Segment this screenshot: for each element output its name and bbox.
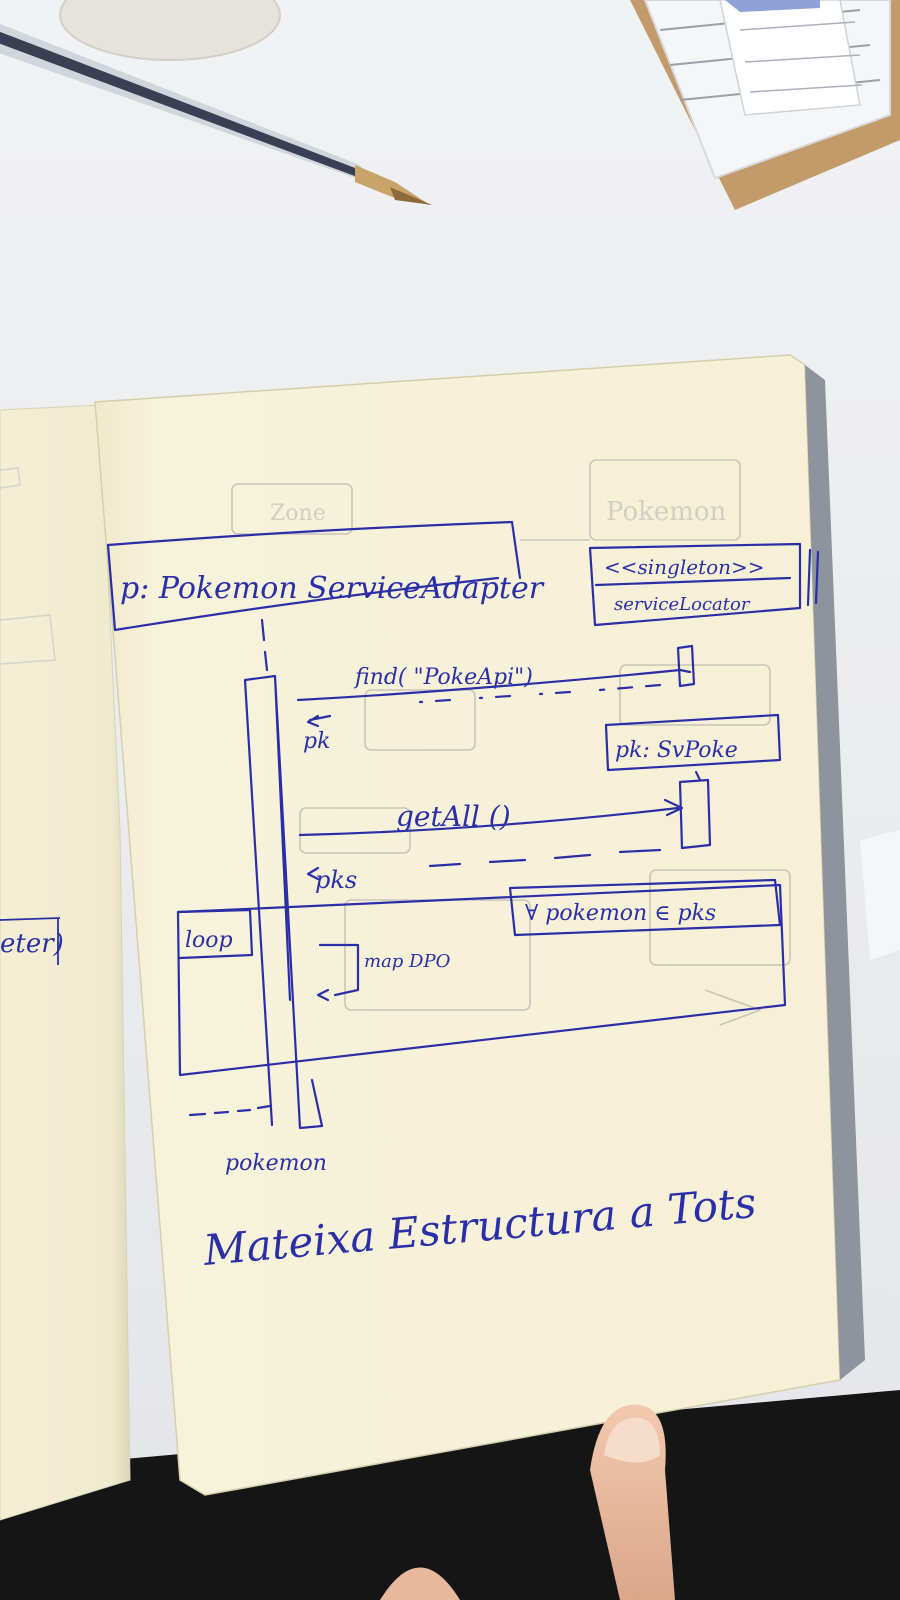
object-pk-svpoke: pk: SvPoke: [604, 713, 782, 782]
object-pk-label: pk: SvPoke: [615, 738, 738, 763]
loop-frame-label: loop: [185, 928, 233, 953]
activation-bar-left: [243, 674, 324, 1130]
left-page: [0, 404, 131, 1521]
self-call-label: map DPO: [364, 951, 451, 972]
pen: [0, 23, 432, 205]
finger: [380, 1404, 675, 1600]
faint-label-pokemon: Pokemon: [606, 497, 727, 527]
right-page: [94, 354, 841, 1496]
message-find-label: find( "PokeApi"): [353, 665, 533, 690]
participant-service-adapter: p: Pokemon ServiceAdapter: [106, 520, 545, 632]
stereotype-singleton: <<singleton>>: [604, 555, 765, 579]
message-getall-label: getAll (): [396, 800, 511, 833]
left-page-bleed-through: eter): [0, 467, 64, 965]
lifeline-end-label: pokemon: [225, 1151, 327, 1176]
return-pks-label: pks: [315, 866, 357, 894]
cup-base: [59, 0, 281, 61]
lifeline-dashed-left: [260, 618, 269, 672]
participant-service-adapter-label: p: Pokemon ServiceAdapter: [120, 571, 545, 606]
return-pks: pks: [306, 848, 662, 894]
message-getall: getAll (): [298, 778, 712, 850]
return-pk-label: pk: [303, 729, 330, 754]
self-call-map-dpo: map DPO: [316, 943, 451, 1002]
faint-label-zone: Zone: [270, 501, 326, 526]
notepad-top-right: [630, 0, 900, 210]
loop-frame: loop ∀ pokemon ∈ pks: [176, 878, 787, 1077]
page-edges: [805, 365, 865, 1380]
dashes-bottom: [188, 1104, 272, 1117]
faint-pencil-marks: Pokemon Zone: [231, 459, 791, 1026]
message-find: find( "PokeApi"): [296, 644, 696, 702]
loop-guard-label: ∀ pokemon ∈ pks: [525, 901, 716, 926]
participant-service-locator: <<singleton>> serviceLocator: [588, 542, 820, 627]
participant-service-locator-label: serviceLocator: [614, 594, 751, 615]
left-page-fragment: eter): [0, 929, 64, 959]
dark-background: [0, 1390, 900, 1600]
return-pk: pk: [303, 683, 662, 754]
